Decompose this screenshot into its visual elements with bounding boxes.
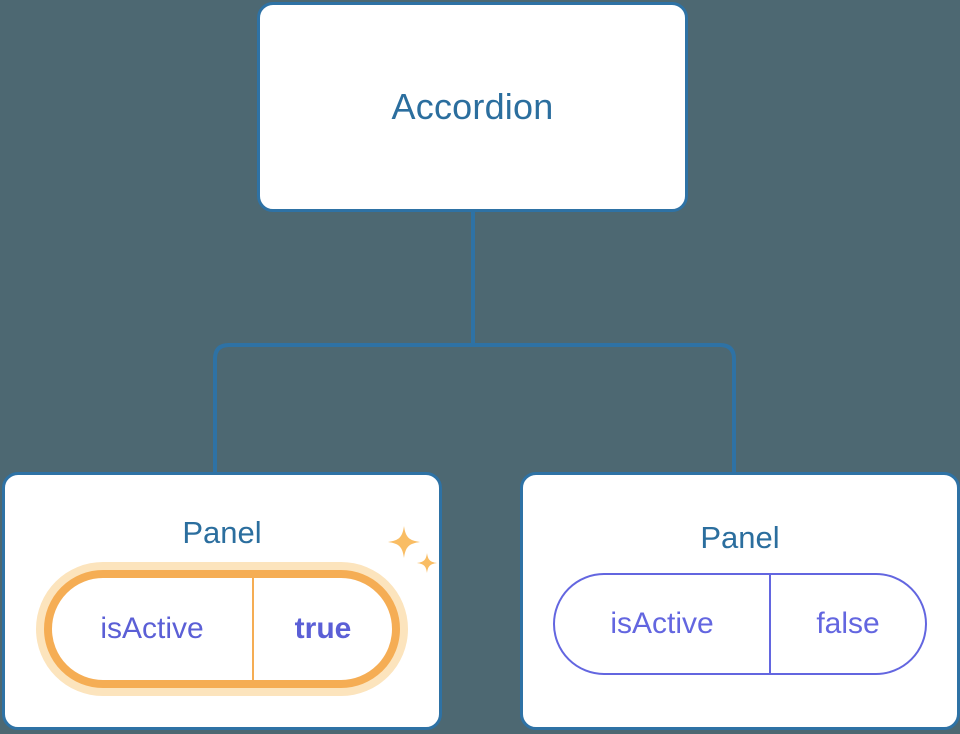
connector-branch-left [213,343,473,472]
sparkles-icon [388,526,437,573]
sparkle-large-icon [388,526,420,558]
prop-pill-wrapper: isActive false [553,573,927,675]
node-panel-inactive[interactable]: Panel isActive false [520,472,960,730]
prop-key-label: isActive [610,607,714,640]
prop-value-label: true [252,578,392,680]
prop-pill-highlight-wrapper: isActive true [36,526,437,696]
node-panel-active-title: Panel [182,515,262,550]
connector-branch-right [473,343,736,472]
node-accordion[interactable]: Accordion [257,2,688,212]
node-panel-active[interactable]: Panel isActive true [2,472,442,730]
node-accordion-title: Accordion [391,86,554,127]
sparkle-small-icon [417,553,437,573]
node-panel-inactive-title: Panel [700,520,780,555]
prop-pill-isactive-false[interactable]: isActive false [553,573,927,675]
prop-pill-isactive-true[interactable]: isActive true [44,570,400,688]
prop-value-label: false [769,575,925,673]
prop-key-label: isActive [100,612,204,645]
